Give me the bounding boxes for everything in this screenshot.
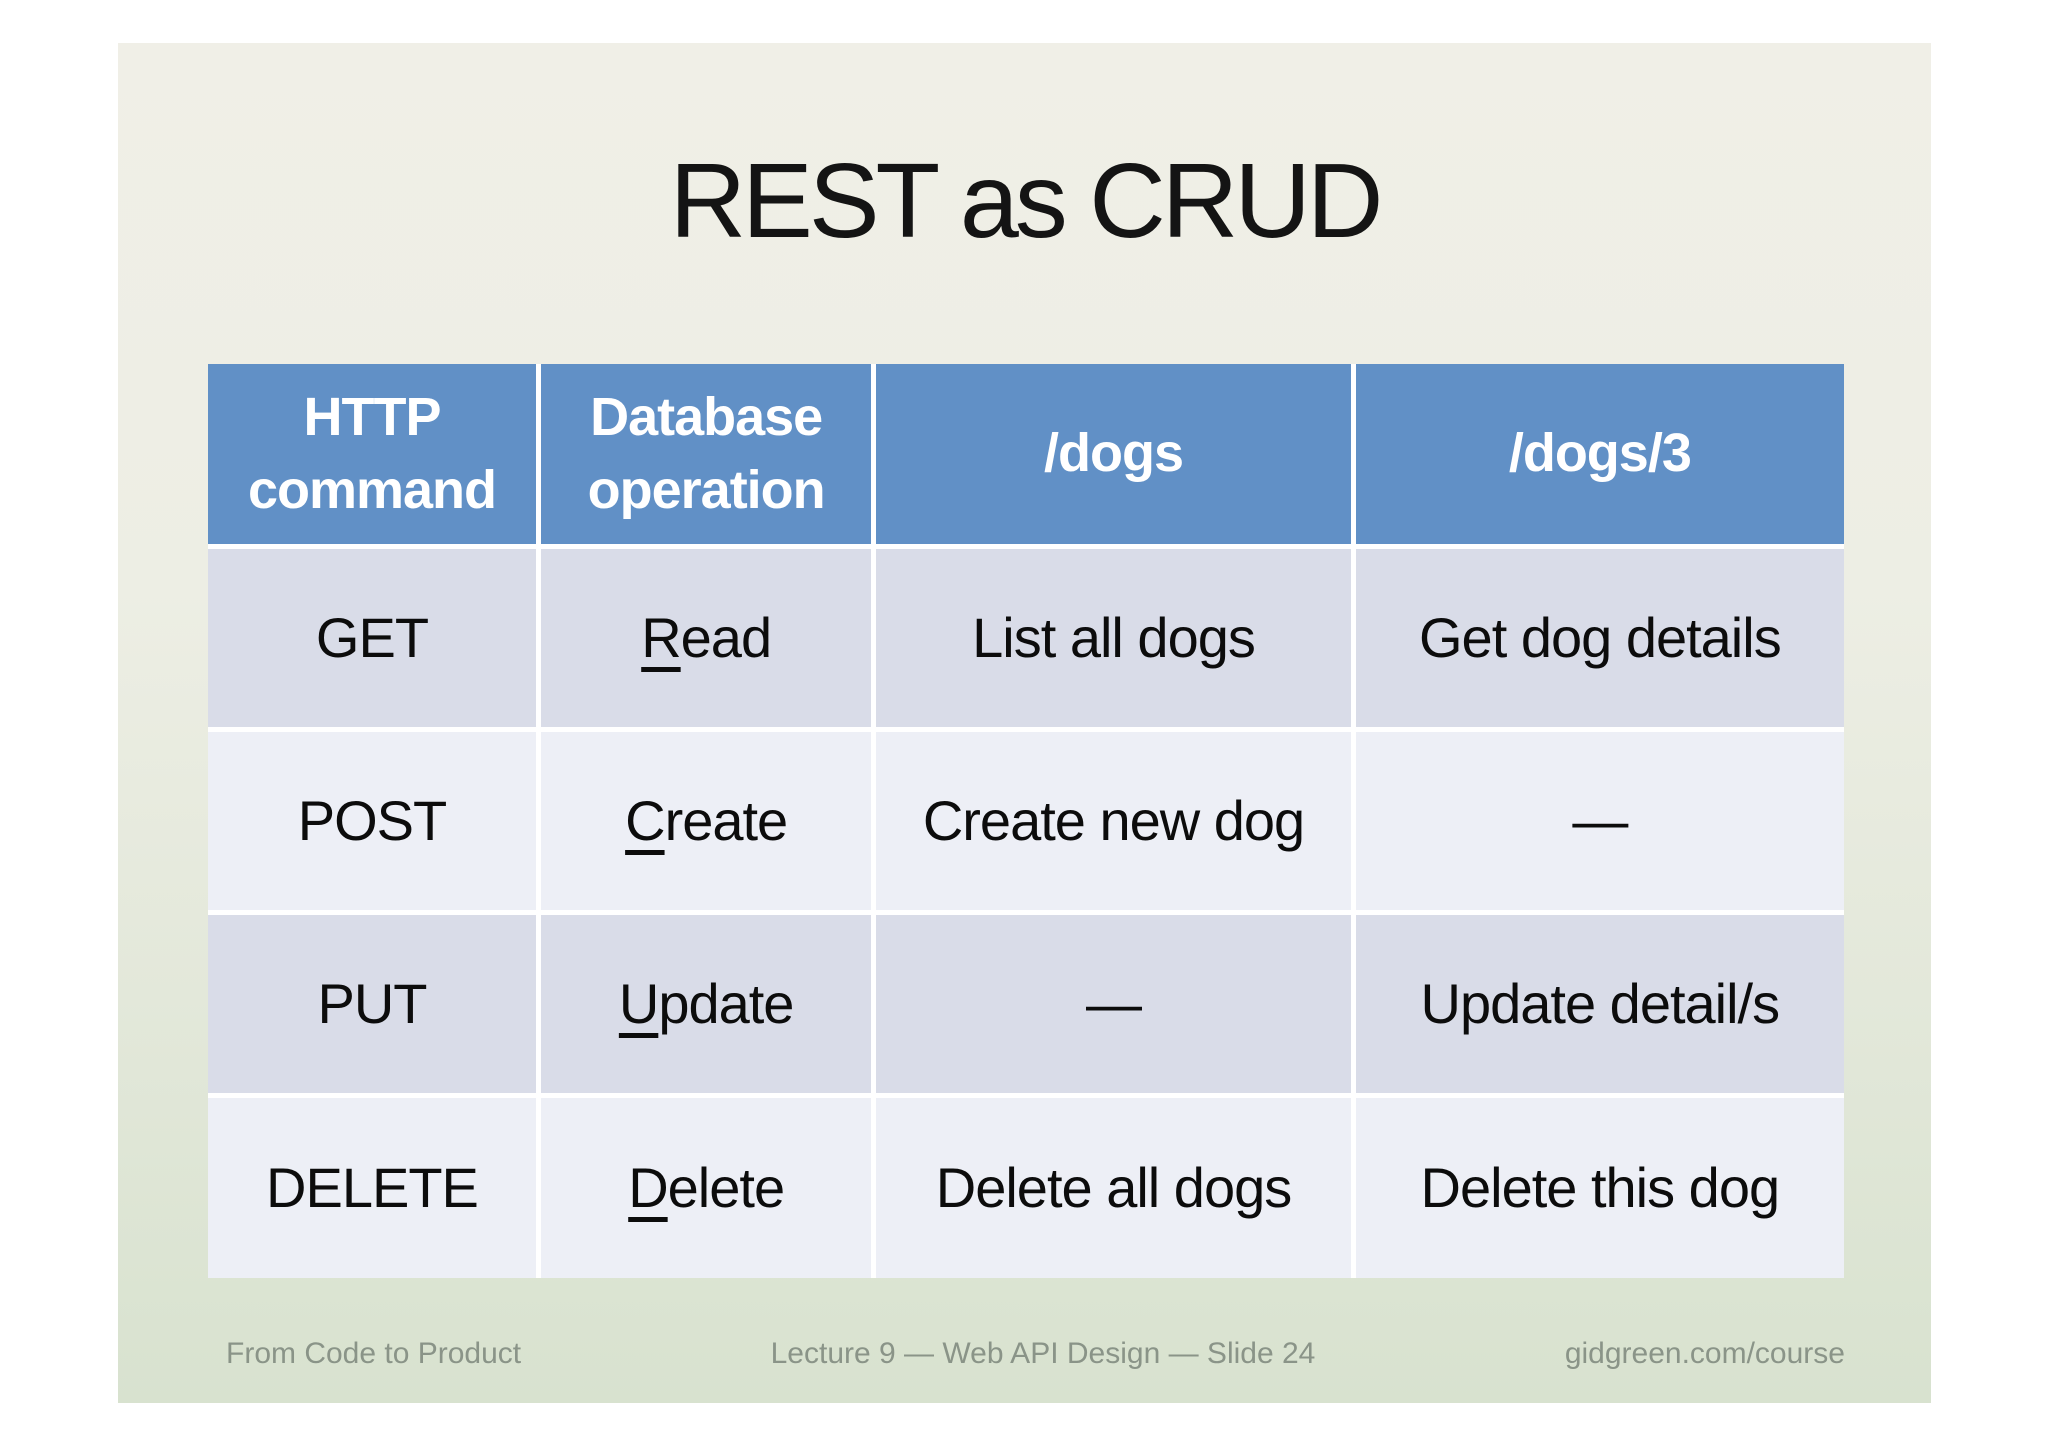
footer-course-name: From Code to Product xyxy=(226,1337,522,1370)
header-dogs: /dogs xyxy=(871,361,1356,549)
cell-post-operation: Create xyxy=(535,726,877,915)
table-row-get: GET Read List all dogs Get dog details xyxy=(205,543,1847,732)
operation-first-letter: D xyxy=(628,1156,668,1220)
slide-footer: From Code to Product Lecture 9 — Web API… xyxy=(118,1337,1931,1371)
operation-rest: ead xyxy=(680,606,772,669)
header-http-command: HTTP command xyxy=(205,361,541,549)
cell-delete-operation: Delete xyxy=(535,1092,877,1281)
header-dogs3: /dogs/3 xyxy=(1350,361,1847,549)
operation-rest: pdate xyxy=(658,972,794,1035)
slide-title: REST as CRUD xyxy=(669,142,1384,260)
cell-put-dogs: — xyxy=(871,909,1356,1098)
cell-put-dogs3: Update detail/s xyxy=(1350,909,1847,1098)
header-database-operation: Database operation xyxy=(535,361,877,549)
operation-first-letter: R xyxy=(641,606,681,669)
table-row-post: POST Create Create new dog — xyxy=(205,726,1847,915)
cell-post-command: POST xyxy=(205,726,541,915)
table-header-row: HTTP command Database operation /dogs /d… xyxy=(205,361,1847,549)
footer-lecture-info: Lecture 9 — Web API Design — Slide 24 xyxy=(770,1337,1316,1370)
cell-get-dogs: List all dogs xyxy=(871,543,1356,732)
cell-get-dogs3: Get dog details xyxy=(1350,543,1847,732)
cell-put-operation: Update xyxy=(535,909,877,1098)
table-row-put: PUT Update — Update detail/s xyxy=(205,909,1847,1098)
cell-delete-dogs: Delete all dogs xyxy=(871,1092,1356,1281)
cell-post-dogs: Create new dog xyxy=(871,726,1356,915)
operation-rest: reate xyxy=(664,789,789,852)
cell-post-dogs3: — xyxy=(1350,726,1847,915)
cell-delete-dogs3: Delete this dog xyxy=(1350,1092,1847,1281)
table-row-delete: DELETE Delete Delete all dogs Delete thi… xyxy=(205,1092,1847,1281)
operation-first-letter: C xyxy=(625,789,665,852)
rest-crud-table: HTTP command Database operation /dogs /d… xyxy=(205,361,1847,1281)
operation-rest: elete xyxy=(667,1156,785,1220)
cell-get-operation: Read xyxy=(535,543,877,732)
cell-put-command: PUT xyxy=(205,909,541,1098)
cell-delete-command: DELETE xyxy=(205,1092,541,1281)
operation-first-letter: U xyxy=(618,972,659,1035)
cell-get-command: GET xyxy=(205,543,541,732)
footer-course-url: gidgreen.com/course xyxy=(1564,1337,1845,1370)
slide: REST as CRUD HTTP command Database opera… xyxy=(118,43,1931,1403)
